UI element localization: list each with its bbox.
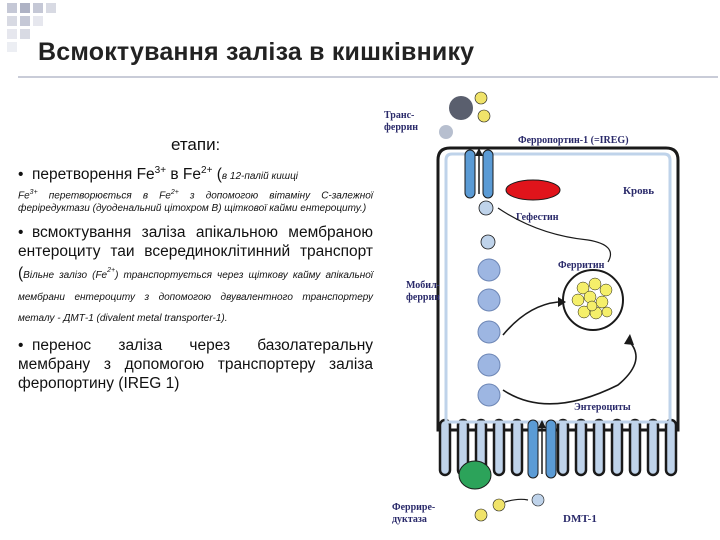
- b1-sup-b: 2+: [201, 165, 213, 176]
- transferrin-label-1: Транс-: [384, 110, 414, 121]
- fe-ion: [531, 493, 545, 507]
- ferrireductase-label-1: Феррире-: [392, 502, 435, 513]
- arrow-mobilferrin-to-ferritin: [502, 301, 559, 336]
- inner-membrane: [444, 152, 672, 424]
- ferritin-core: [571, 277, 613, 320]
- decor-square: [20, 16, 30, 26]
- hephaestin-label: Гефестин: [516, 212, 559, 223]
- bullet-dot: •: [18, 224, 24, 242]
- mobilferrin-spheres: [477, 258, 501, 407]
- fe-ion: [474, 508, 488, 522]
- b1-detail-b: перетворюється в Fe: [37, 190, 171, 202]
- arrow-fe-to-dmt1: [504, 498, 529, 503]
- b1-main-b: в Fe: [166, 166, 202, 184]
- b1-paren: (: [212, 166, 222, 184]
- b2-small-a: Вільне залізо (Fe: [23, 270, 108, 282]
- fe-ion: [480, 234, 496, 250]
- text-area: етапи: •перетворення Fe3+ в Fe2+ (в 12-п…: [18, 135, 373, 393]
- dmt1-transporter: [527, 419, 557, 479]
- bullet-1: • перетворення Fe3+ в Fe2+ (в 12-палій ки…: [18, 161, 373, 186]
- arrow-loop-right: [502, 339, 637, 405]
- decor-square: [33, 3, 43, 13]
- b2-main-a: всмоктування заліза апікальною мембраною…: [18, 224, 373, 283]
- bullet-dot: •: [18, 166, 24, 184]
- b1-main-a: перетворення Fe: [32, 166, 155, 184]
- b2-small-b: ) транспортується через щіткову кайму ап…: [18, 270, 374, 324]
- bullet-3: •перенос заліза через базолатеральну мем…: [18, 336, 373, 393]
- decor-square: [20, 3, 30, 13]
- blood-label: Кровь: [623, 185, 654, 197]
- stages-heading: етапи:: [18, 135, 373, 155]
- decor-square: [20, 29, 30, 39]
- b2-small-sup: 2+: [107, 267, 116, 275]
- ferrireductase: [458, 460, 492, 490]
- arrow-loop-top: [497, 207, 612, 263]
- decor-square: [33, 16, 43, 26]
- fe-ion: [492, 498, 506, 512]
- bullet-1-detail: Fe3+ перетворюється в Fe2+ з допомогою в…: [18, 186, 373, 215]
- decor-square: [7, 16, 17, 26]
- decor-square: [7, 3, 17, 13]
- enterocyte-label: Энтероциты: [574, 402, 631, 413]
- stages-colon: :: [215, 137, 221, 154]
- arrow-head: [624, 334, 634, 345]
- iron-absorption-diagram: Транс- феррин Ферропортин-1 (=IREG) Кров…: [384, 91, 680, 525]
- transferrin: [439, 91, 491, 139]
- b3-main: перенос заліза через базолатеральну мемб…: [18, 336, 373, 392]
- bullet-dot: •: [18, 336, 24, 354]
- fe-ion: [478, 200, 494, 216]
- ferroportin-transporter: [464, 148, 494, 199]
- mobilferrin-label-1: Мобил-: [406, 280, 440, 291]
- b1-detail-c: з допомогою вітаміну С-залежної феріреду…: [18, 190, 373, 215]
- b1-detail-sup-b: 2+: [170, 189, 179, 197]
- transferrin-label-2: феррин: [384, 122, 418, 133]
- ferroportin-label: Ферропортин-1 (=IREG): [518, 135, 629, 146]
- title-underline: [18, 76, 718, 78]
- decor-square: [46, 3, 56, 13]
- dmt1-label: DMT-1: [563, 513, 597, 525]
- ferrireductase-label-2: дуктаза: [392, 514, 427, 525]
- b1-detail-a: Fe: [18, 190, 30, 202]
- bullet-2: •всмоктування заліза апікальною мембрано…: [18, 223, 373, 327]
- title-decoration: [0, 0, 130, 60]
- b1-small-a: в 12-палій кишці: [221, 171, 299, 183]
- hephaestin: [505, 179, 561, 201]
- decor-square: [7, 29, 17, 39]
- b1-detail-sup-a: 3+: [29, 189, 38, 197]
- mobilferrin-label-2: феррин: [406, 292, 440, 303]
- arrow-head: [558, 297, 566, 307]
- slide-title: Всмоктування заліза в кишківнику: [38, 38, 475, 66]
- b1-sup-a: 3+: [154, 165, 167, 176]
- ferritin-label: Ферритин: [558, 260, 605, 271]
- stages-label: етапи: [170, 135, 216, 154]
- decor-square: [7, 42, 17, 52]
